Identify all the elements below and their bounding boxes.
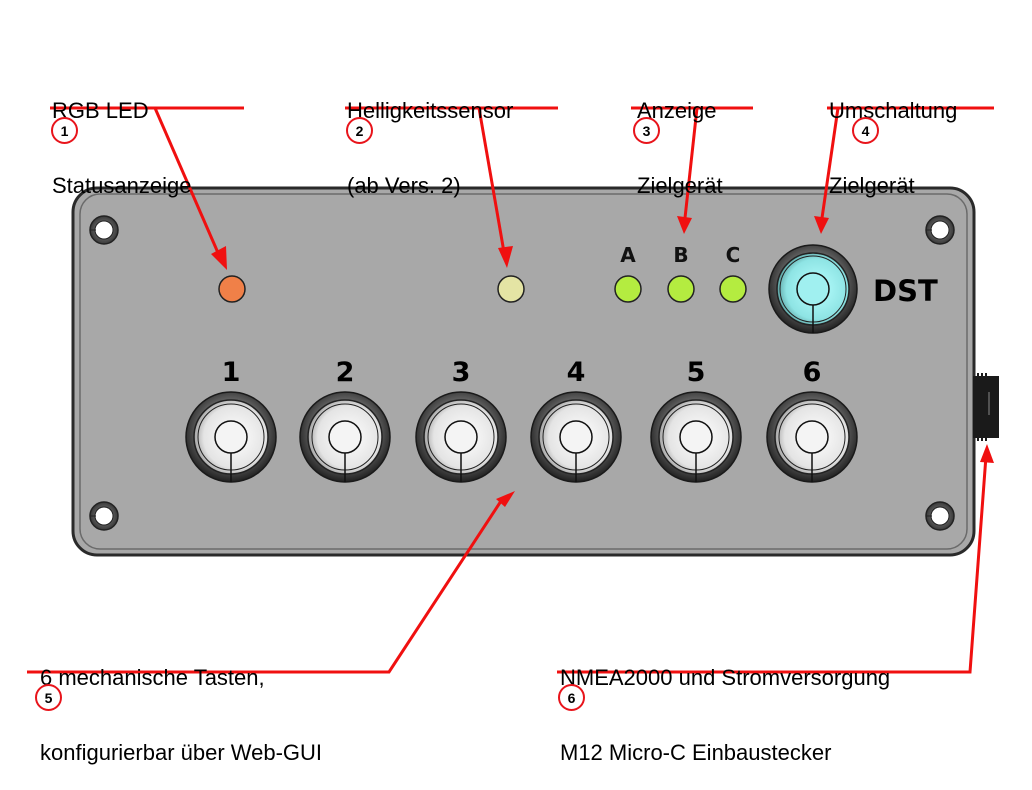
key-button-3[interactable]: 3: [415, 357, 507, 483]
callout-2-line-1: Helligkeitssensor: [347, 98, 514, 123]
key-center: [795, 420, 829, 454]
device-panel: [71, 186, 976, 557]
key-number-label: 2: [336, 357, 355, 388]
callout-5-line-2: konfigurierbar über Web-GUI: [40, 740, 323, 765]
callout-5-line-1: 6 mechanische Tasten,: [40, 665, 265, 690]
target-led-c: C: [719, 243, 747, 303]
callout-2-badge: 2: [346, 117, 373, 144]
green-led-icon: [719, 275, 747, 303]
key-center: [559, 420, 593, 454]
target-led-label: A: [620, 243, 636, 267]
target-led-label: B: [673, 243, 688, 267]
callout-5-badge: 5: [35, 684, 62, 711]
callout-4-line-1: Umschaltung: [829, 98, 958, 123]
dst-button[interactable]: [768, 244, 858, 334]
annotation-arrowheads: [211, 216, 994, 507]
key-number-label: 3: [452, 357, 471, 388]
key-number-label: 6: [803, 357, 822, 388]
key-center: [328, 420, 362, 454]
mounting-hole-bottom-right: [925, 501, 955, 531]
callout-1-line-2: Statusanzeige: [52, 173, 192, 198]
callout-6-line-2: M12 Micro-C Einbaustecker: [560, 740, 832, 765]
callout-4-badge: 4: [852, 117, 879, 144]
callout-5-label: 6 mechanische Tasten, konfigurierbar übe…: [40, 615, 322, 790]
callout-1-label: RGB LED Statusanzeige: [52, 48, 191, 223]
callout-1-badge: 1: [51, 117, 78, 144]
callout-3-badge: 3: [633, 117, 660, 144]
callout-3-line-2: Zielgerät: [637, 173, 723, 198]
key-number-label: 5: [687, 357, 706, 388]
key-button-1[interactable]: 1: [185, 357, 277, 483]
target-led-a: A: [614, 243, 642, 303]
target-led-label: C: [726, 243, 741, 267]
callout-3-label: Anzeige Zielgerät: [637, 48, 723, 223]
key-button-5[interactable]: 5: [650, 357, 742, 483]
device-diagram: A B C DST 1 2 3 4 5 6: [27, 106, 999, 674]
mounting-hole-bottom-left: [89, 501, 119, 531]
key-number-label: 4: [567, 357, 586, 388]
green-led-icon: [667, 275, 695, 303]
callout-4-line-2: Zielgerät: [829, 173, 915, 198]
callout-6-line-1: NMEA2000 und Stromversorgung: [560, 665, 891, 690]
key-center: [214, 420, 248, 454]
key-button-4[interactable]: 4: [530, 357, 622, 483]
key-number-label: 1: [222, 357, 241, 388]
callout-2-label: Helligkeitssensor (ab Vers. 2): [347, 48, 513, 223]
mounting-hole-top-right: [925, 215, 955, 245]
mounting-hole-top-left: [89, 215, 119, 245]
callout-6-badge: 6: [558, 684, 585, 711]
callout-6-label: NMEA2000 und Stromversorgung M12 Micro-C…: [560, 615, 890, 790]
callout-2-line-2: (ab Vers. 2): [347, 173, 461, 198]
key-center: [679, 420, 713, 454]
dst-label: DST: [873, 274, 938, 308]
light-sensor: [497, 275, 525, 303]
green-led-icon: [614, 275, 642, 303]
key-button-2[interactable]: 2: [299, 357, 391, 483]
key-center: [444, 420, 478, 454]
key-button-6[interactable]: 6: [766, 357, 858, 483]
annotation-lines: [27, 106, 994, 674]
target-led-b: B: [667, 243, 695, 303]
callout-4-label: Umschaltung Zielgerät: [829, 48, 957, 223]
rgb-status-led: [218, 275, 246, 303]
m12-connector-icon: [973, 373, 999, 441]
